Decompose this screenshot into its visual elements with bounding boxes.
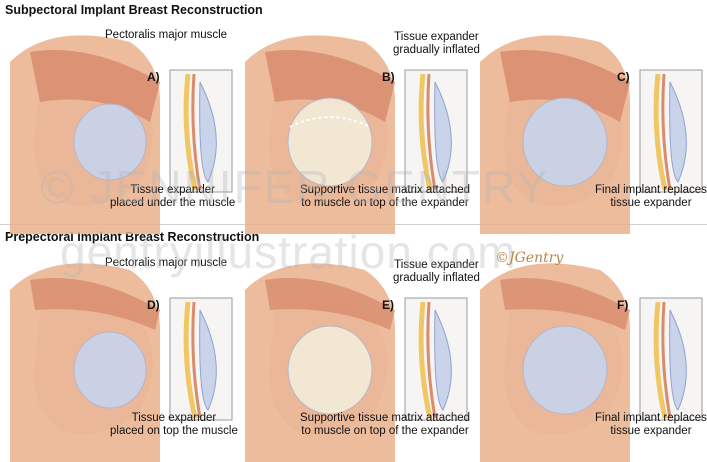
row-title-subpectoral: Subpectoral Implant Breast Reconstructio… xyxy=(5,3,263,17)
panel-letter: B) xyxy=(382,70,395,84)
panel-letter: F) xyxy=(617,298,628,312)
signature-mark: ©JGentry xyxy=(495,250,563,266)
panel-letter: D) xyxy=(147,298,160,312)
panel-letter: A) xyxy=(147,70,160,84)
label-pectoralis: Pectoralis major muscle xyxy=(105,257,227,270)
label-pectoralis: Pectoralis major muscle xyxy=(105,29,227,42)
panel-letter: E) xyxy=(382,298,394,312)
panel-letter: C) xyxy=(617,70,630,84)
